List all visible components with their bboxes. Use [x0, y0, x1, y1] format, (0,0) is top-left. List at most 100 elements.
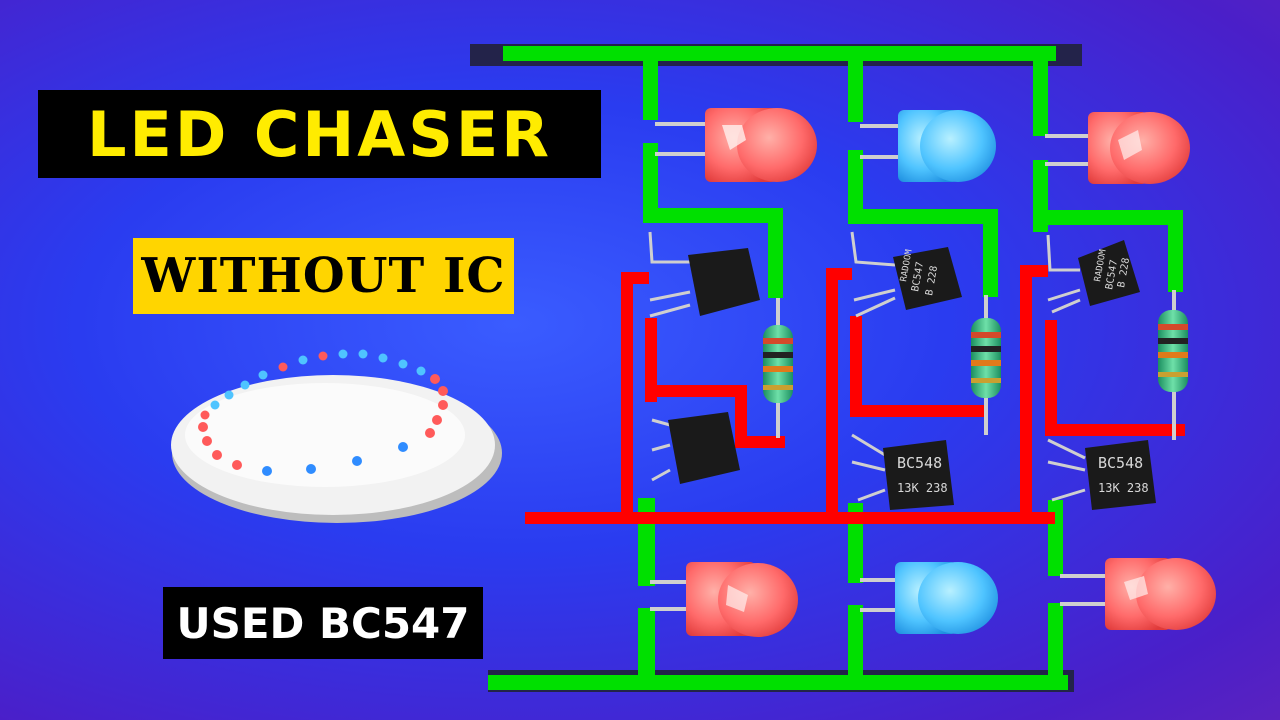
wire: [848, 58, 863, 122]
wire: [643, 208, 783, 223]
transistor-q3: RADOOM BC547 B 228: [893, 247, 962, 310]
wire: [848, 209, 998, 224]
wire: [638, 608, 655, 690]
board-led: [398, 359, 408, 369]
transistor-q4-mark-1: BC548: [897, 454, 942, 472]
board-led: [438, 386, 448, 396]
wire: [850, 316, 862, 416]
lead: [860, 124, 910, 128]
led-leads: [650, 122, 1110, 612]
board-led: [278, 362, 288, 372]
wire: [621, 272, 633, 522]
board-led: [352, 456, 362, 466]
transistor-q5-mark-3: B 228: [1116, 257, 1132, 289]
board-led: [318, 351, 328, 361]
supply-wiring: [488, 46, 1183, 690]
board-led: [306, 464, 316, 474]
transistor-q3-mark-3: B 228: [924, 265, 940, 297]
wire: [735, 436, 785, 448]
led-bottom-3: [1105, 558, 1216, 630]
wire: [1033, 210, 1183, 225]
wire: [1020, 265, 1032, 522]
wire: [1048, 603, 1063, 690]
wire: [1033, 46, 1048, 136]
wire: [848, 150, 863, 224]
wire: [826, 268, 852, 280]
transistor-q4: BC548 13K 238: [883, 440, 954, 510]
subtitle-banner: WITHOUT IC: [133, 238, 514, 314]
wire: [848, 605, 863, 690]
led-top-2: [898, 110, 996, 182]
lead: [655, 152, 710, 156]
bottom-rail: [488, 675, 1068, 690]
wire: [826, 268, 838, 522]
led-bottom-2: [895, 562, 998, 634]
lead: [655, 122, 710, 126]
board-led: [200, 410, 210, 420]
transistor-q2: [668, 412, 740, 484]
wire: [1045, 320, 1057, 432]
board-led: [212, 450, 222, 460]
board-led: [430, 374, 440, 384]
board-led: [232, 460, 242, 470]
lead: [1060, 602, 1110, 606]
wire: [643, 143, 658, 223]
lead: [650, 580, 700, 584]
board-led: [198, 422, 208, 432]
transistor-q1: [688, 248, 760, 316]
led-top-1: [705, 108, 817, 182]
wire: [1168, 210, 1183, 292]
board-led: [398, 442, 408, 452]
resistor-3: [1158, 290, 1188, 440]
wire: [638, 498, 655, 586]
board-led: [298, 355, 308, 365]
footer-label: USED BC547: [176, 598, 470, 648]
transistor-q5: RADOOM BC547 B 228: [1078, 240, 1140, 306]
wire: [1048, 500, 1063, 576]
wire: [983, 209, 998, 297]
board-led: [224, 390, 234, 400]
wire: [768, 208, 783, 298]
wire: [645, 318, 657, 402]
wire: [525, 512, 1055, 524]
lead: [860, 578, 910, 582]
lead: [1045, 134, 1095, 138]
title: LED CHASER: [86, 97, 553, 171]
resistor-2: [971, 295, 1001, 435]
board-led: [416, 366, 426, 376]
wire: [621, 272, 649, 284]
board-led: [240, 380, 250, 390]
top-rail: [503, 46, 1056, 61]
led-top-3: [1088, 112, 1190, 184]
wire: [643, 46, 658, 120]
lead: [1060, 574, 1110, 578]
lead: [650, 607, 700, 611]
transistor-q4-mark-2: 13K 238: [897, 481, 948, 495]
transistor-q6: BC548 13K 238: [1085, 440, 1156, 510]
board-led: [438, 400, 448, 410]
transistor-q5-mark-2: BC547: [1104, 259, 1120, 291]
lead: [860, 608, 910, 612]
board-led: [262, 466, 272, 476]
board-led: [202, 436, 212, 446]
signal-wiring: [525, 265, 1185, 524]
finished-board-image: [171, 349, 502, 523]
board-highlight: [185, 383, 465, 487]
board-led: [338, 349, 348, 359]
wire: [735, 385, 747, 441]
transistor-q3-mark-2: BC547: [910, 261, 926, 293]
wire: [645, 385, 745, 397]
board-led: [378, 353, 388, 363]
led-bottom-1: [686, 562, 798, 637]
lead: [860, 155, 910, 159]
transistor-q6-mark-1: BC548: [1098, 454, 1143, 472]
wire: [850, 405, 985, 417]
footer-banner: USED BC547: [163, 587, 483, 659]
transistor-leads: [648, 231, 1086, 502]
wire: [1020, 265, 1048, 277]
wire: [1045, 424, 1185, 436]
board-led: [258, 370, 268, 380]
board-led: [358, 349, 368, 359]
board-led: [210, 400, 220, 410]
